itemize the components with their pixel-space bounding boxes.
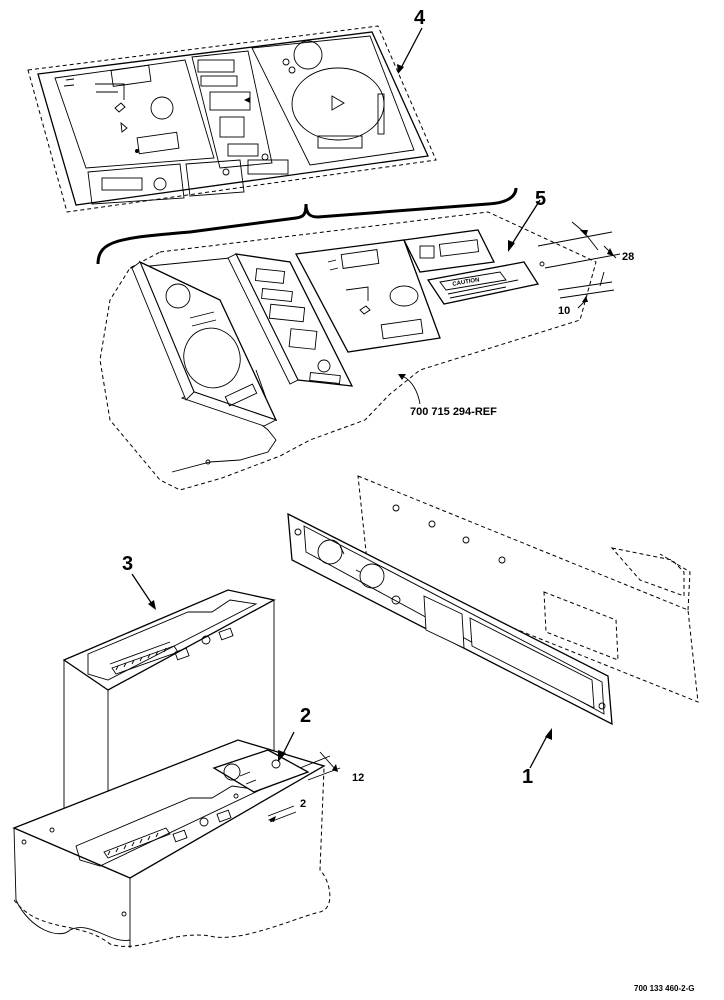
dimension-12-lines — [299, 751, 341, 781]
callout-3: 3 — [122, 553, 134, 575]
callout-4-leader — [399, 27, 423, 71]
dimension-10: 10 — [558, 305, 571, 317]
dimension-28: 28 — [622, 251, 635, 263]
decal-3 — [62, 589, 276, 838]
front-plate-1 — [287, 475, 699, 726]
dimension-12: 12 — [352, 772, 365, 784]
dimension-28-lines — [537, 221, 621, 269]
dimension-2-lines — [267, 805, 297, 823]
decal-sheet-4 — [27, 25, 437, 213]
callout-5: 5 — [535, 188, 547, 210]
lower-console — [12, 739, 331, 948]
callout-1: 1 — [522, 766, 534, 788]
drawing-code: 700 133 460-2-G — [634, 984, 695, 993]
callout-4: 4 — [414, 7, 426, 29]
grouping-bracket — [96, 187, 518, 265]
dimension-2: 2 — [300, 798, 307, 810]
dimension-10-lines — [557, 271, 615, 309]
callout-2: 2 — [300, 705, 312, 727]
console-assembly-ref — [99, 211, 597, 491]
reference-label: 700 715 294-REF — [410, 406, 497, 418]
